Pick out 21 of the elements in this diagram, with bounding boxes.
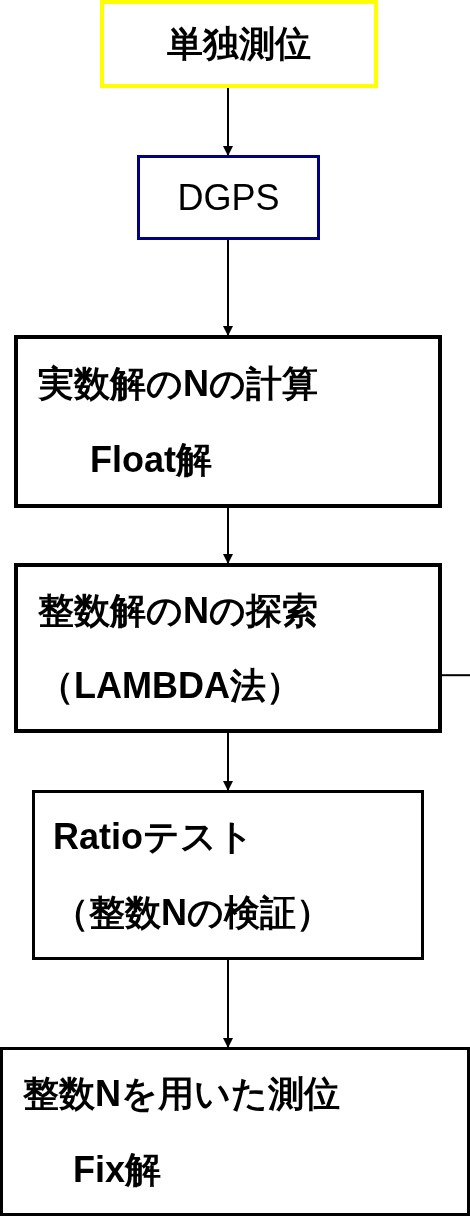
box-label: 実数解のNの計算	[38, 361, 318, 405]
arrow	[223, 959, 233, 1048]
process-box	[100, 0, 378, 88]
box-label: （LAMBDA法）	[38, 663, 302, 708]
box-label: Ratioテスト	[53, 815, 254, 859]
box-label: 単独測位	[167, 22, 311, 66]
box-label: 整数解のNの探索	[38, 588, 318, 633]
box-label: 整数Nを用いた測位	[23, 1072, 340, 1116]
process-box	[137, 155, 320, 240]
arrow	[223, 507, 233, 564]
box-label: Fix解	[73, 1147, 161, 1191]
box-label: Float解	[90, 438, 212, 482]
arrow	[223, 732, 233, 791]
process-box	[14, 335, 442, 508]
box-label: （整数Nの検証）	[53, 891, 332, 935]
process-box	[32, 790, 424, 960]
process-box	[14, 563, 442, 733]
arrow	[223, 87, 233, 156]
process-box	[0, 1047, 470, 1216]
arrow	[223, 239, 233, 336]
box-label: DGPS	[177, 175, 280, 220]
